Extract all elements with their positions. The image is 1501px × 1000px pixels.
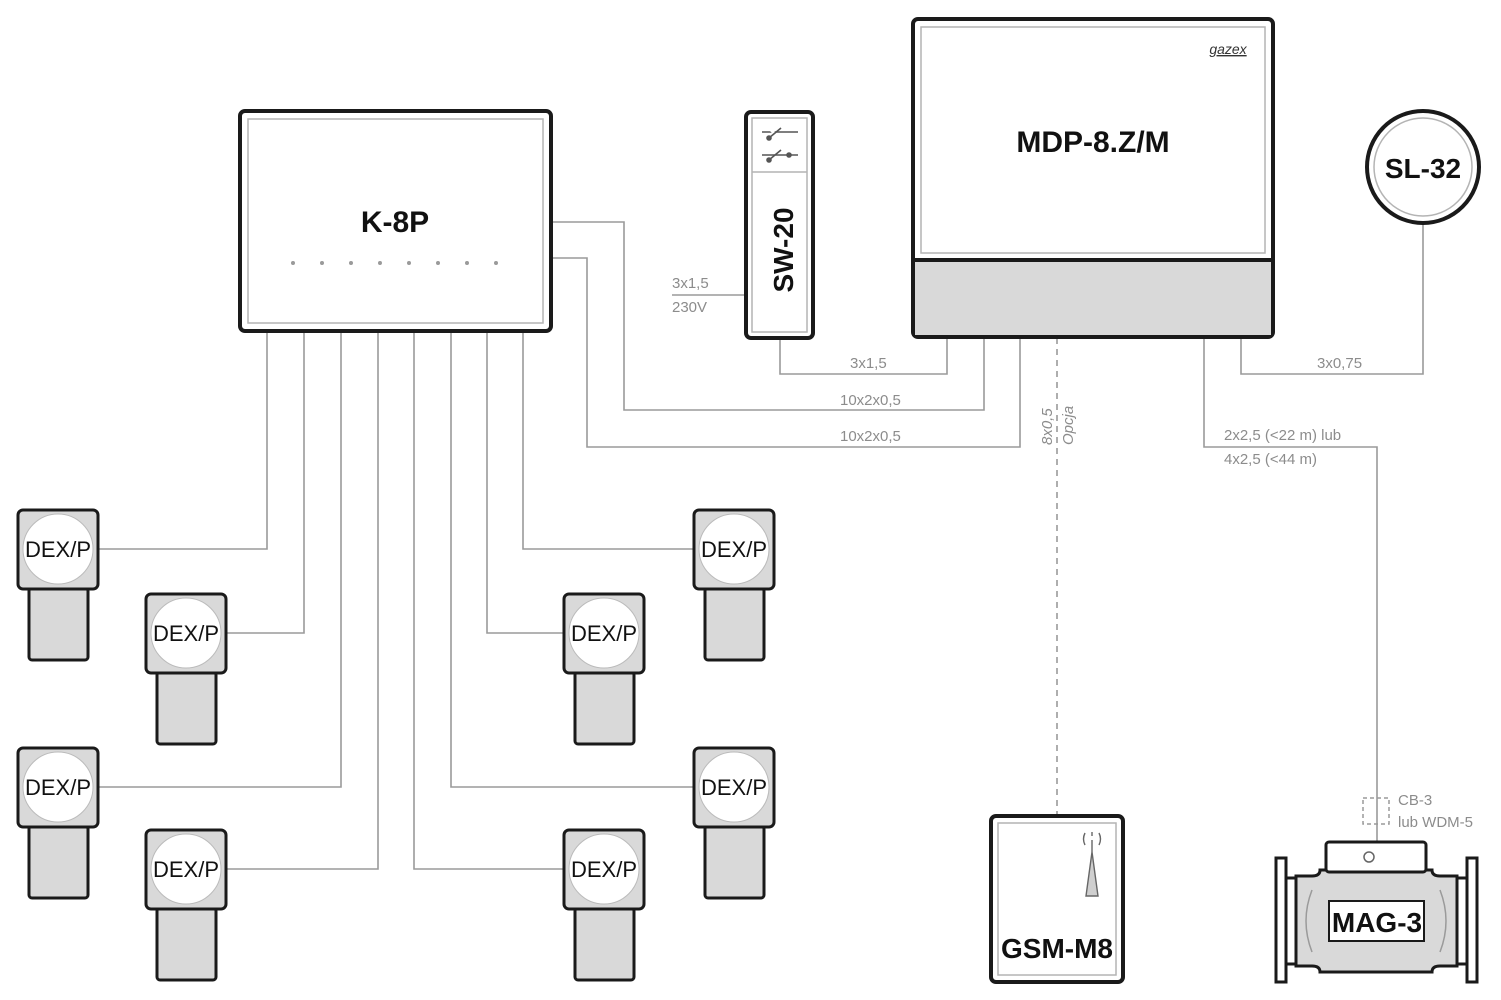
- cable-voltage-label: 230V: [672, 299, 707, 316]
- cable-gsm-label: 8x0,5: [1039, 408, 1056, 445]
- k8p-controller: K-8P: [238, 109, 553, 333]
- detector-label: DEX/P: [25, 537, 91, 562]
- wire-siren: [1240, 224, 1424, 375]
- wires: [98, 221, 1424, 870]
- junction-box: [1362, 797, 1390, 825]
- wire-valve: [1203, 338, 1378, 842]
- junction-label-1: CB-3: [1398, 792, 1432, 809]
- sl32-label: SL-32: [1385, 153, 1461, 184]
- mag3-label: MAG-3: [1332, 907, 1422, 938]
- gsm-module: GSM-M8: [989, 814, 1125, 984]
- detector-3: DEX/P: [16, 746, 100, 900]
- sw20-switch: SW-20: [744, 110, 815, 340]
- k8p-label: K-8P: [361, 206, 429, 239]
- cable-valve-label-1: 2x2,5 (<22 m) lub: [1224, 427, 1341, 444]
- wire-k8p-det6: [450, 333, 694, 788]
- detector-label: DEX/P: [153, 857, 219, 882]
- wire-k8p-det7: [486, 333, 566, 634]
- valve-cap: [1324, 840, 1428, 874]
- detector-label: DEX/P: [571, 621, 637, 646]
- wire-k8p-det8: [522, 333, 694, 550]
- detector-label: DEX/P: [153, 621, 219, 646]
- wire-k8p-det1: [98, 333, 268, 550]
- junction-label-2: lub WDM-5: [1398, 814, 1473, 831]
- detector-6: DEX/P: [692, 746, 776, 900]
- valve-label-plate: [1328, 900, 1425, 942]
- wire-bus-2: [552, 257, 1021, 448]
- detector-2: DEX/P: [144, 592, 228, 746]
- cable-siren-label: 3x0,75: [1317, 355, 1362, 372]
- cable-power-label: 3x1,5: [672, 275, 709, 292]
- cable-sw-mdp-label: 3x1,5: [850, 355, 887, 372]
- detector-5: DEX/P: [562, 828, 646, 982]
- wire-k8p-det4: [226, 333, 379, 870]
- wire-sw-mdp: [779, 338, 948, 375]
- wire-bus-1: [552, 221, 985, 411]
- switch-icon: [762, 126, 798, 163]
- cable-labels: 3x1,5 230V 3x1,5 10x2x0,5 10x2x0,5 3x0,7…: [672, 275, 1473, 831]
- k8p-leds: [291, 261, 498, 265]
- cable-bus1-label: 10x2x0,5: [840, 392, 901, 409]
- detector-label: DEX/P: [701, 537, 767, 562]
- cable-gsm-option-label: Opcja: [1060, 406, 1077, 445]
- brand-logo: gazex: [1209, 41, 1247, 57]
- antenna-icon: [1082, 832, 1102, 897]
- detector-label: DEX/P: [571, 857, 637, 882]
- mdp-panel: MDP-8.Z/M gazex: [911, 17, 1275, 339]
- sl32-siren: SL-32: [1365, 109, 1481, 225]
- mdp-label: MDP-8.Z/M: [1016, 126, 1169, 159]
- mdp-bottom-strip: [915, 260, 1271, 335]
- sw20-label: SW-20: [768, 207, 799, 292]
- detector-1: DEX/P: [16, 508, 100, 662]
- detector-4: DEX/P: [144, 828, 228, 982]
- detector-label: DEX/P: [25, 775, 91, 800]
- mag3-valve: MAG-3: [1274, 840, 1479, 984]
- gsm-label: GSM-M8: [1001, 933, 1113, 964]
- cable-valve-label-2: 4x2,5 (<44 m): [1224, 451, 1317, 468]
- detector-8: DEX/P: [692, 508, 776, 662]
- wire-k8p-det3: [98, 333, 342, 788]
- detector-label: DEX/P: [701, 775, 767, 800]
- detector-7: DEX/P: [562, 592, 646, 746]
- wire-k8p-det2: [226, 333, 305, 634]
- wire-k8p-det5: [413, 333, 566, 870]
- cable-bus2-label: 10x2x0,5: [840, 428, 901, 445]
